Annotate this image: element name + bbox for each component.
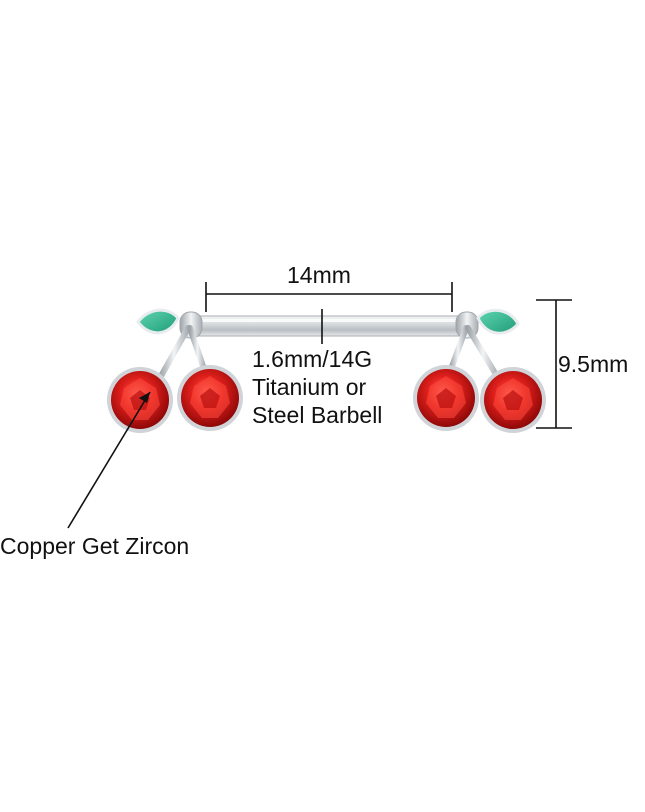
height-label: 9.5mm [558,351,629,377]
barbell-spec-line: Steel Barbell [252,402,383,428]
leaf-icon [136,308,180,335]
cherry-gem-icon [413,365,479,431]
leaf-icon [476,308,520,335]
arrow-icon [67,391,151,529]
cherry-gem-icon [107,367,173,433]
width-label: 14mm [287,262,351,288]
width-dimension [205,282,453,312]
barbell-spec-line: Titanium or [252,374,367,400]
right-cherry-cluster [413,308,546,433]
cherry-gem-icon [480,367,546,433]
left-cherry-cluster [107,308,243,433]
material-label: Copper Get Zircon [0,533,190,559]
cherry-gem-icon [177,365,243,431]
height-dimension [536,299,572,429]
barbell-spec-line: 1.6mm/14G [252,346,373,372]
barbell-spec-label: 1.6mm/14G Titanium or Steel Barbell [252,345,382,429]
barbell-icon [187,315,471,337]
